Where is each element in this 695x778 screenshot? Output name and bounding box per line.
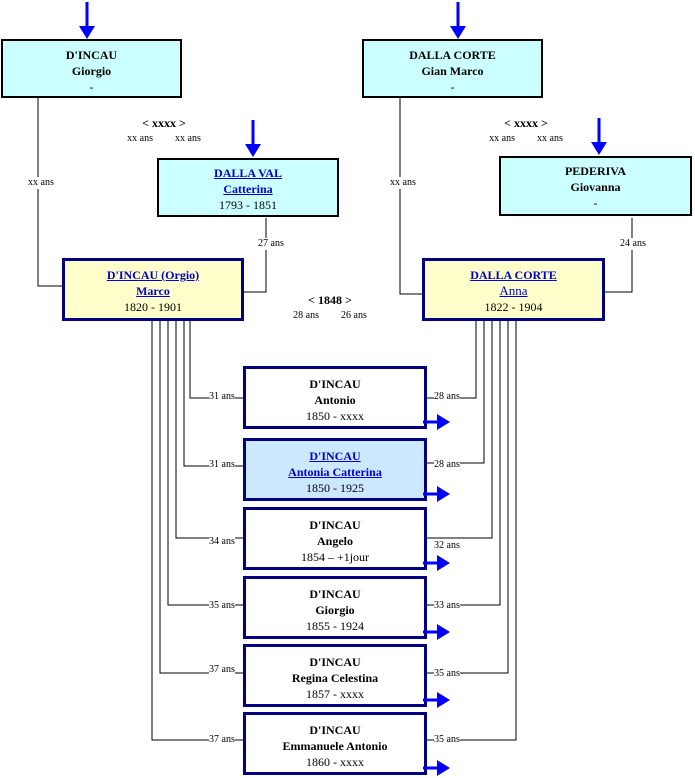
right-arrow-icon[interactable] bbox=[423, 485, 451, 503]
given-name-link[interactable]: Marco bbox=[136, 284, 170, 298]
given-name-link[interactable]: Anna bbox=[499, 283, 528, 298]
right-arrow-icon[interactable] bbox=[423, 623, 451, 641]
given-name: Giorgio bbox=[71, 64, 112, 78]
marriage-date: < xxxx > bbox=[142, 116, 186, 130]
parent-mother[interactable]: DALLA CORTE Anna 1822 - 1904 bbox=[422, 258, 605, 321]
life-years: 1793 - 1851 bbox=[219, 198, 277, 212]
wife-age: xx ans bbox=[175, 133, 201, 144]
life-years: - bbox=[89, 80, 94, 94]
life-years: 1854 – +1jour bbox=[300, 550, 370, 564]
ancestor-maternal-grandmother[interactable]: PEDERIVA Giovanna - bbox=[499, 156, 692, 216]
wife-age: xx ans bbox=[537, 133, 563, 144]
given-name-link[interactable]: Antonia Catterina bbox=[288, 465, 382, 479]
down-arrow-icon[interactable] bbox=[244, 120, 262, 158]
child-card[interactable]: D'INCAU Angelo 1854 – +1jour bbox=[243, 507, 427, 570]
life-years: 1855 - 1924 bbox=[306, 619, 364, 633]
marriage-date: < 1848 > bbox=[308, 293, 352, 307]
surname: D'INCAU bbox=[309, 518, 361, 532]
mother-age-label: 33 ans bbox=[434, 600, 460, 612]
surname-link[interactable]: DALLA CORTE bbox=[470, 268, 557, 282]
age-label: 27 ans bbox=[258, 238, 284, 250]
mother-age-label: 28 ans bbox=[434, 459, 460, 471]
down-arrow-icon[interactable] bbox=[78, 2, 96, 40]
right-arrow-icon[interactable] bbox=[423, 554, 451, 572]
life-years: 1850 - 1925 bbox=[306, 481, 364, 495]
child-card[interactable]: D'INCAU Antonio 1850 - xxxx bbox=[243, 366, 427, 429]
paternal-grandparents-marriage: < xxxx > xx ans xx ans bbox=[112, 116, 216, 145]
ancestor-maternal-grandfather[interactable]: DALLA CORTE Gian Marco - bbox=[362, 39, 543, 98]
given-name: Regina Celestina bbox=[291, 671, 379, 685]
given-name: Giovanna bbox=[570, 180, 621, 194]
surname: DALLA CORTE bbox=[409, 48, 496, 62]
wife-age: 26 ans bbox=[341, 310, 367, 321]
father-age-label: 35 ans bbox=[209, 600, 235, 612]
right-arrow-icon[interactable] bbox=[423, 759, 451, 777]
maternal-grandparents-marriage: < xxxx > xx ans xx ans bbox=[474, 116, 578, 145]
child-card[interactable]: D'INCAU Regina Celestina 1857 - xxxx bbox=[243, 644, 427, 707]
life-years: 1850 - xxxx bbox=[306, 409, 364, 423]
right-arrow-icon[interactable] bbox=[423, 413, 451, 431]
life-years: 1820 - 1901 bbox=[124, 300, 182, 314]
father-age-label: 37 ans bbox=[209, 664, 235, 676]
father-age-label: 31 ans bbox=[209, 459, 235, 471]
surname: D'INCAU bbox=[309, 655, 361, 669]
life-years: 1822 - 1904 bbox=[484, 300, 543, 314]
age-label: xx ans bbox=[390, 177, 416, 189]
child-card[interactable]: D'INCAU Emmanuele Antonio 1860 - xxxx bbox=[243, 712, 427, 775]
child-card[interactable]: D'INCAU Antonia Catterina 1850 - 1925 bbox=[243, 438, 427, 501]
husband-age: 28 ans bbox=[293, 310, 319, 321]
surname: D'INCAU bbox=[309, 587, 361, 601]
age-label: 24 ans bbox=[620, 238, 646, 250]
down-arrow-icon[interactable] bbox=[449, 2, 467, 40]
ancestor-paternal-grandfather[interactable]: D'INCAU Giorgio - bbox=[1, 39, 182, 98]
father-age-label: 31 ans bbox=[209, 391, 235, 403]
surname-link[interactable]: D'INCAU bbox=[309, 449, 361, 463]
parents-marriage: < 1848 > 28 ans 26 ans bbox=[280, 293, 380, 322]
mother-age-label: 35 ans bbox=[434, 668, 460, 680]
ancestor-paternal-grandmother[interactable]: DALLA VAL Catterina 1793 - 1851 bbox=[157, 158, 339, 217]
given-name-link[interactable]: Catterina bbox=[223, 182, 273, 196]
husband-age: xx ans bbox=[127, 133, 153, 144]
life-years: 1860 - xxxx bbox=[306, 755, 364, 769]
surname: D'INCAU bbox=[309, 377, 361, 391]
life-years: 1857 - xxxx bbox=[306, 687, 364, 701]
surname-link[interactable]: DALLA VAL bbox=[214, 166, 282, 180]
life-years: - bbox=[450, 80, 455, 94]
father-age-label: 34 ans bbox=[209, 536, 235, 548]
given-name: Antonio bbox=[314, 393, 356, 407]
surname: D'INCAU bbox=[65, 48, 118, 62]
father-age-label: 37 ans bbox=[209, 734, 235, 746]
child-card[interactable]: D'INCAU Giorgio 1855 - 1924 bbox=[243, 576, 427, 639]
mother-age-label: 35 ans bbox=[434, 734, 460, 746]
surname-link[interactable]: D'INCAU (Orgio) bbox=[106, 268, 200, 282]
down-arrow-icon[interactable] bbox=[590, 118, 608, 156]
life-years: - bbox=[593, 196, 598, 210]
right-arrow-icon[interactable] bbox=[423, 691, 451, 709]
given-name: Gian Marco bbox=[421, 64, 484, 78]
mother-age-label: 32 ans bbox=[434, 540, 460, 552]
parent-father[interactable]: D'INCAU (Orgio) Marco 1820 - 1901 bbox=[62, 258, 244, 321]
given-name: Angelo bbox=[317, 534, 353, 548]
age-label: xx ans bbox=[28, 177, 54, 189]
mother-age-label: 28 ans bbox=[434, 391, 460, 403]
given-name: Giorgio bbox=[315, 603, 355, 617]
given-name: Emmanuele Antonio bbox=[282, 739, 388, 753]
husband-age: xx ans bbox=[489, 133, 515, 144]
surname: D'INCAU bbox=[309, 723, 361, 737]
surname: PEDERIVA bbox=[564, 164, 627, 178]
marriage-date: < xxxx > bbox=[504, 116, 548, 130]
